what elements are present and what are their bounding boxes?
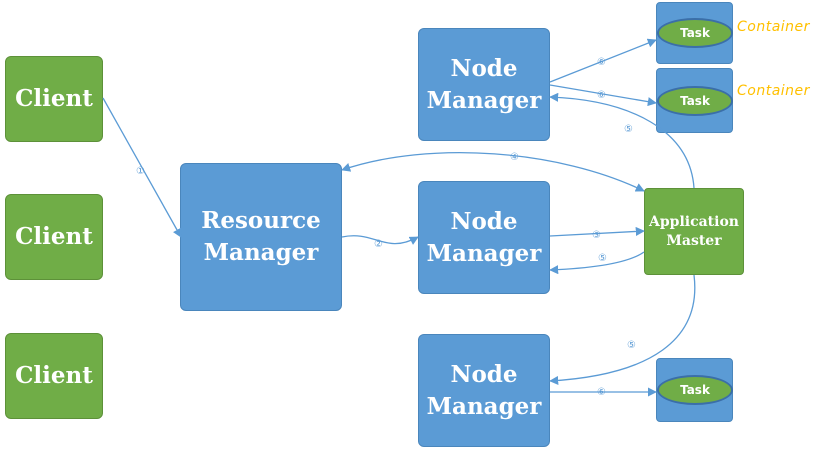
container-label-2: Container [737,83,810,99]
arrow-step-2 [341,235,419,245]
client-label: Client [15,85,93,112]
resource-manager-line2: Manager [203,239,319,266]
client-box-3: Client [5,333,103,419]
arrow-step-3 [549,226,645,237]
application-master-box: Application Master [644,188,744,275]
step-label-4: ④ [510,152,519,163]
step-label-3: ③ [592,230,601,241]
client-label: Client [15,362,93,389]
node-manager-line2: Manager [426,239,542,267]
arrow-step-5-bottom [549,274,696,386]
arrow-step-6-top [549,38,657,83]
node-manager-line2: Manager [426,86,542,114]
client-box-2: Client [5,194,103,280]
application-master-line2: Master [666,232,722,249]
application-master-line1: Application [649,213,739,230]
node-manager-box-3: Node Manager [418,334,550,447]
node-manager-line1: Node [450,207,518,235]
resource-manager-line1: Resource [201,207,321,234]
client-box-1: Client [5,56,103,142]
node-manager-line1: Node [450,54,518,82]
container-box-2: Task [656,68,733,133]
step-label-5-bottom: ⑤ [627,340,636,351]
step-label-6-bottom: ⑥ [597,387,606,398]
resource-manager-box: Resource Manager [180,163,342,311]
task-ellipse: Task [657,18,733,48]
step-label-6-mid: ⑥ [597,90,606,101]
step-label-6-top: ⑥ [597,57,606,68]
container-box-1: Task [656,2,733,64]
container-box-3: Task [656,358,733,422]
arrow-step-6-mid [549,84,657,107]
task-ellipse: Task [657,85,733,116]
arrow-step-4 [341,151,645,192]
step-label-5-top: ⑤ [624,124,633,135]
client-label: Client [15,223,93,250]
step-label-2: ② [374,239,383,250]
arrow-step-1 [102,97,182,238]
node-manager-box-1: Node Manager [418,28,550,141]
node-manager-line1: Node [450,360,518,388]
node-manager-line2: Manager [426,392,542,420]
arrow-step-5-mid [549,251,645,275]
arrow-step-5-top [549,92,695,189]
step-label-1: ① [136,166,145,177]
step-label-5-mid: ⑤ [598,253,607,264]
container-label-1: Container [737,19,810,35]
task-ellipse: Task [657,375,733,405]
